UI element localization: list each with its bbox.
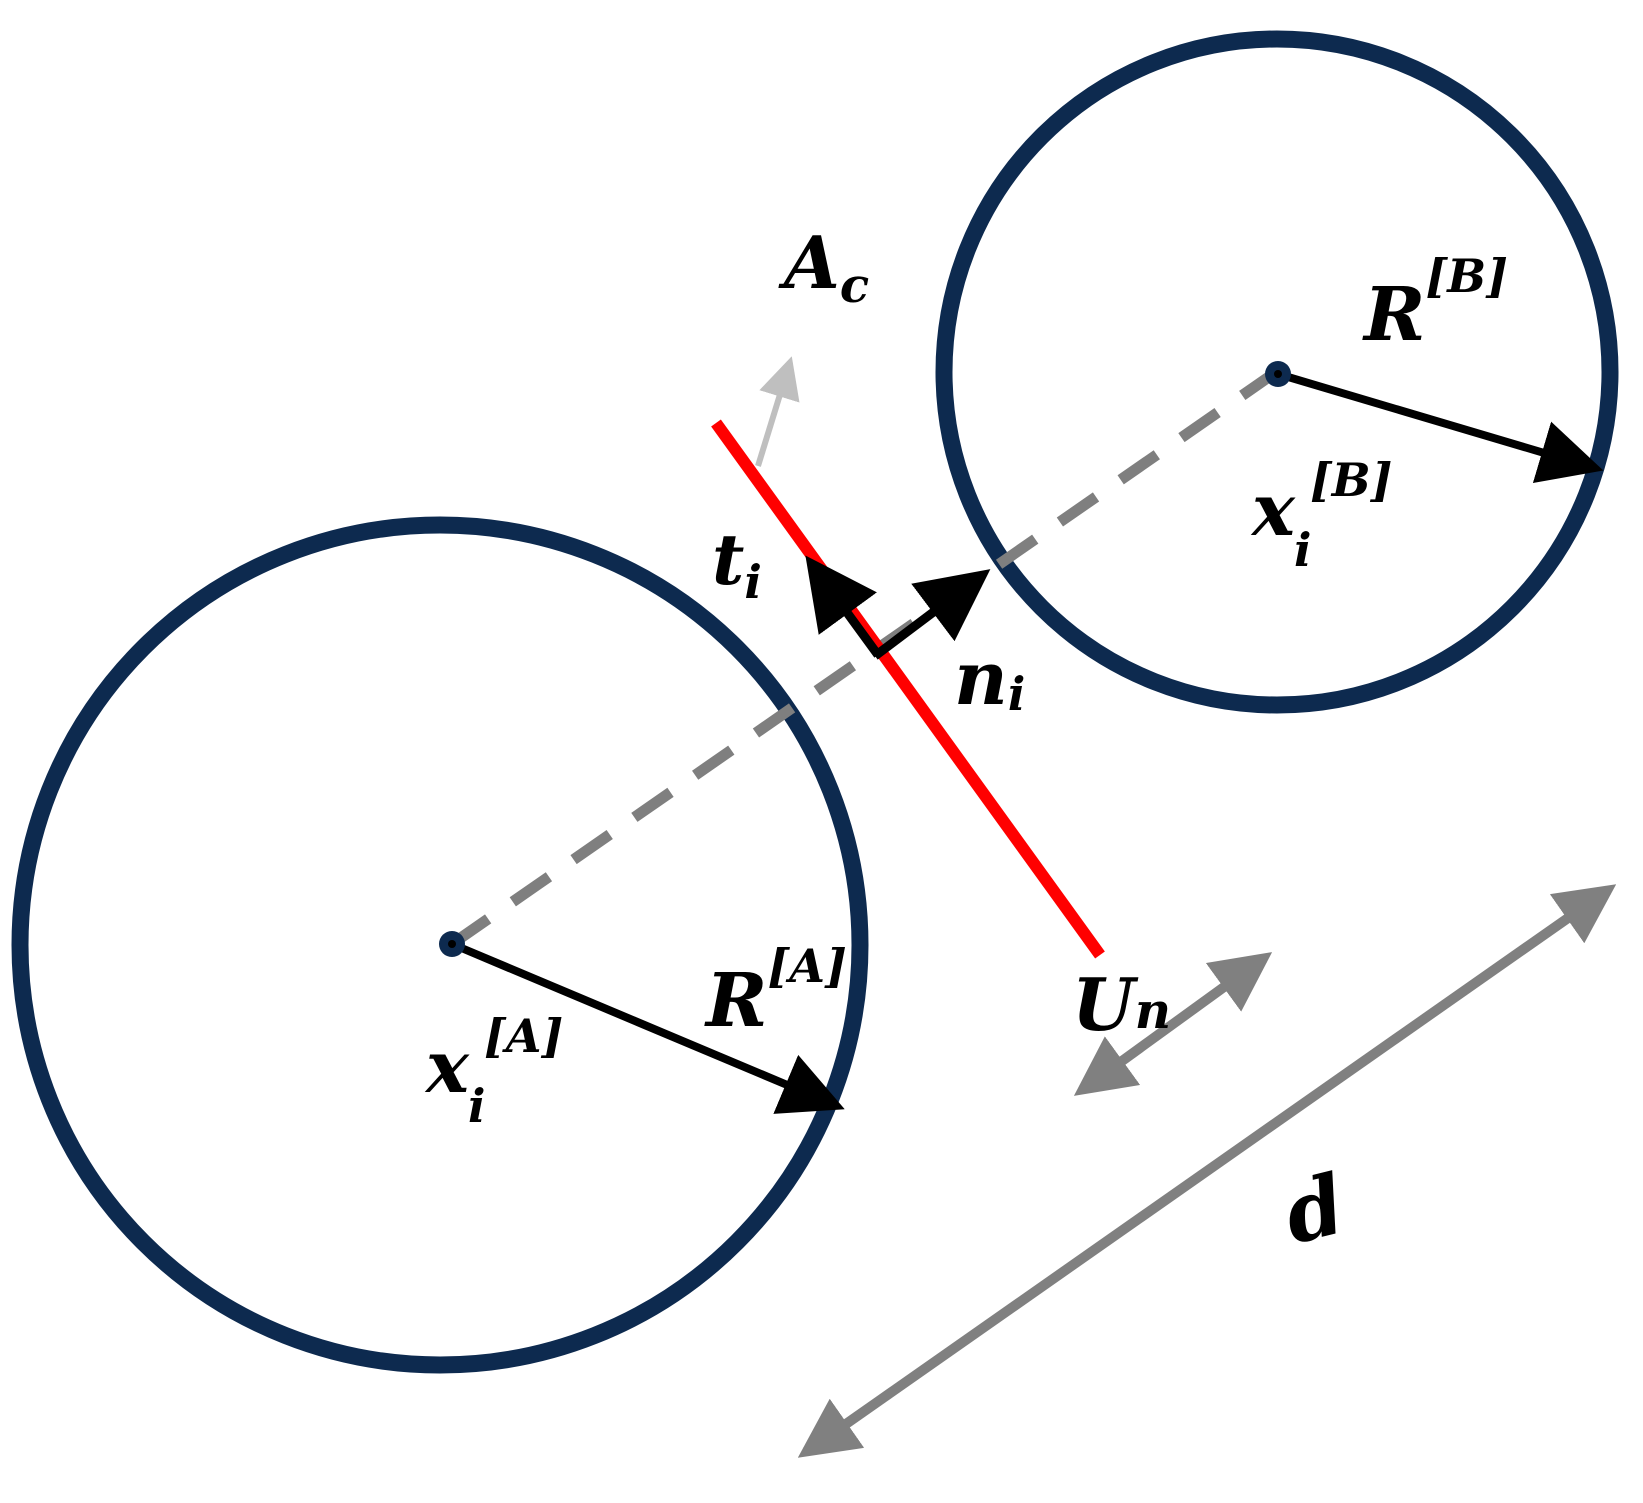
particle-b-outline <box>935 30 1619 714</box>
radius-a-vector <box>450 940 845 1114</box>
center-a-dot-inner <box>448 940 456 948</box>
radius-b-vector <box>1276 370 1604 484</box>
normal-label: ni <box>954 636 1025 722</box>
center-b-superscript: [B] <box>1310 453 1392 507</box>
distance-label: d <box>1275 1156 1354 1263</box>
center-a-label: x <box>424 1024 470 1109</box>
center-b-dot-inner <box>1274 370 1282 378</box>
center-a-superscript: [A] <box>484 1009 563 1063</box>
center-line <box>448 367 1280 949</box>
radius-b-label: R[B] <box>1362 249 1508 358</box>
overlap-label: Un <box>1072 962 1171 1047</box>
contact-area-label: Ac <box>778 220 869 314</box>
distance-arrow <box>797 884 1617 1458</box>
center-a-subscript: i <box>468 1079 485 1133</box>
center-b-subscript: i <box>1294 523 1311 577</box>
normal-vector <box>872 569 991 660</box>
contact-plane <box>711 419 1105 959</box>
tangent-label: ti <box>712 518 762 609</box>
tangent-vector <box>805 555 882 658</box>
center-b-label: x <box>1250 467 1296 552</box>
radius-a-label: R[A] <box>704 939 847 1044</box>
contact-area-arrow <box>755 356 800 467</box>
